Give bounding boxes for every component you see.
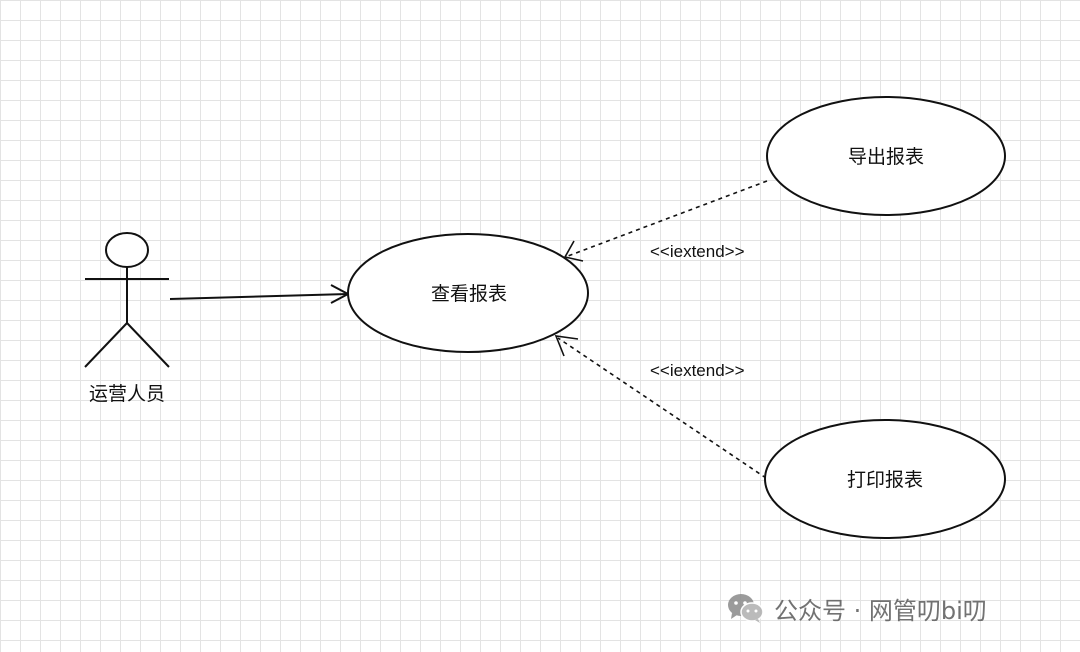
extend-arrowhead [554,335,579,357]
actor-figure[interactable] [84,232,170,368]
extend-print-view [554,335,767,479]
use-case-print-report[interactable]: 打印报表 [764,419,1006,539]
wechat-icon [726,591,766,625]
watermark-text: 公众号 · 网管叨bi叨 [774,596,987,625]
use-case-export-report[interactable]: 导出报表 [766,96,1006,216]
actor-head [105,232,149,268]
actor-right-leg [126,322,170,368]
watermark: 公众号 · 网管叨bi叨 [726,588,987,628]
actor-label: 运营人员 [89,383,165,405]
extend-label-export: <<iextend>> [650,242,745,261]
use-case-label: 查看报表 [431,283,507,305]
use-case-label: 打印报表 [847,469,923,491]
association-actor-view [169,284,351,304]
extend-label-print: <<iextend>> [650,361,745,380]
actor-left-leg [84,322,128,368]
extend-export-view [563,180,768,262]
use-case-label: 导出报表 [848,146,924,168]
use-case-view-report[interactable]: 查看报表 [347,233,589,353]
extend-arrowhead [563,240,584,262]
